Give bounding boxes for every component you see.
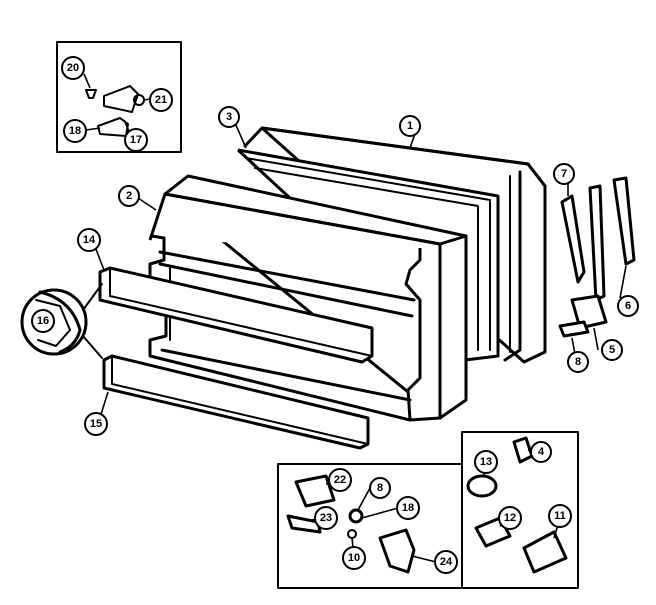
shelf-rail-bottom	[102, 354, 370, 450]
callout-18-handle: 18	[396, 496, 420, 520]
callout-8: 8	[567, 351, 589, 373]
callout-4: 4	[530, 441, 552, 463]
callout-21: 21	[149, 88, 173, 112]
callout-23: 23	[314, 506, 338, 530]
callout-label: 4	[538, 446, 545, 458]
callout-22: 22	[328, 468, 352, 492]
callout-3: 3	[218, 106, 240, 128]
callout-label: 8	[377, 482, 383, 494]
callout-label: 11	[554, 510, 566, 522]
callout-label: 15	[90, 418, 102, 430]
callout-10: 10	[342, 546, 366, 570]
callout-label: 1	[407, 120, 413, 132]
callout-label: 10	[348, 552, 360, 564]
hinge-parts-right	[558, 176, 636, 338]
callout-18-top: 18	[63, 119, 87, 143]
callout-label: 18	[402, 502, 414, 514]
callout-label: 24	[440, 556, 453, 568]
callout-8-handle: 8	[369, 477, 391, 499]
callout-label: 20	[67, 62, 79, 74]
callout-label: 18	[69, 125, 81, 137]
callout-24: 24	[434, 550, 458, 574]
callout-label: 3	[226, 111, 232, 123]
callout-11: 11	[548, 504, 572, 528]
callout-label: 22	[334, 474, 346, 486]
callout-label: 12	[504, 512, 516, 524]
callout-label: 17	[130, 134, 142, 146]
callout-16: 16	[31, 309, 55, 333]
callout-label: 14	[83, 234, 96, 246]
shelf-rail-top	[98, 266, 374, 364]
callout-label: 16	[37, 315, 49, 327]
callout-13: 13	[474, 450, 498, 474]
callout-17: 17	[124, 128, 148, 152]
callout-6: 6	[617, 295, 639, 317]
callout-20: 20	[61, 56, 85, 80]
callout-label: 7	[561, 168, 567, 180]
callout-label: 21	[155, 94, 167, 106]
callout-5: 5	[601, 339, 623, 361]
callout-label: 6	[625, 300, 631, 312]
callout-2: 2	[118, 185, 140, 207]
callout-15: 15	[84, 412, 108, 436]
callout-label: 8	[575, 356, 581, 368]
callout-label: 5	[609, 344, 615, 356]
callout-7: 7	[553, 163, 575, 185]
callout-12: 12	[498, 506, 522, 530]
callout-14: 14	[77, 228, 101, 252]
callout-1: 1	[399, 115, 421, 137]
handle-inset	[277, 463, 463, 589]
callout-label: 13	[480, 456, 492, 468]
callout-label: 23	[320, 512, 332, 524]
callout-label: 2	[126, 190, 132, 202]
